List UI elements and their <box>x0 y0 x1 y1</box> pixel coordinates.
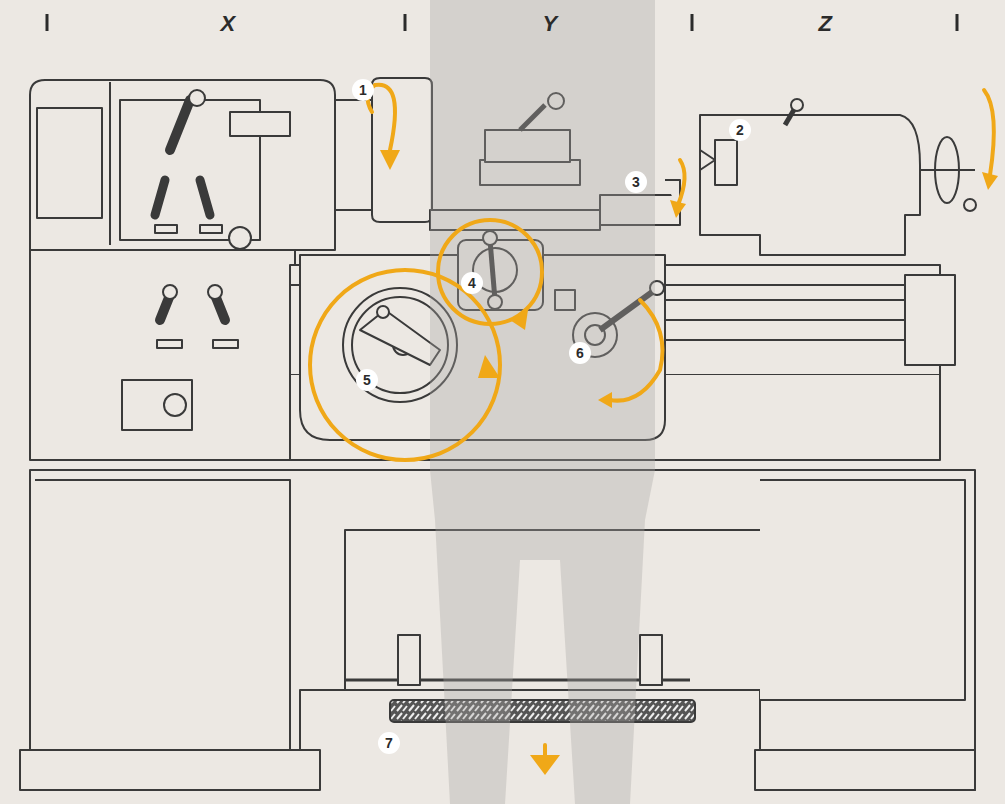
axis-label: Y <box>543 11 558 37</box>
callout-number: 3 <box>625 171 647 193</box>
callout-text: 3 <box>632 174 640 190</box>
callout-number: 1 <box>352 79 374 101</box>
callout-text: 4 <box>468 275 476 291</box>
callout-text: 6 <box>576 345 584 361</box>
callout-text: 2 <box>736 122 744 138</box>
axis-label: X <box>221 11 236 37</box>
callout-number: 5 <box>356 369 378 391</box>
callout-text: 7 <box>385 735 393 751</box>
callout-number: 7 <box>378 732 400 754</box>
motion-arrows <box>310 85 994 760</box>
callout-number: 4 <box>461 272 483 294</box>
axis-label: Z <box>819 11 832 37</box>
callout-text: 1 <box>359 82 367 98</box>
callout-number: 2 <box>729 119 751 141</box>
callout-number: 6 <box>569 342 591 364</box>
foot-brake <box>390 700 695 722</box>
arrow-heads <box>380 150 998 775</box>
callout-text: 5 <box>363 372 371 388</box>
